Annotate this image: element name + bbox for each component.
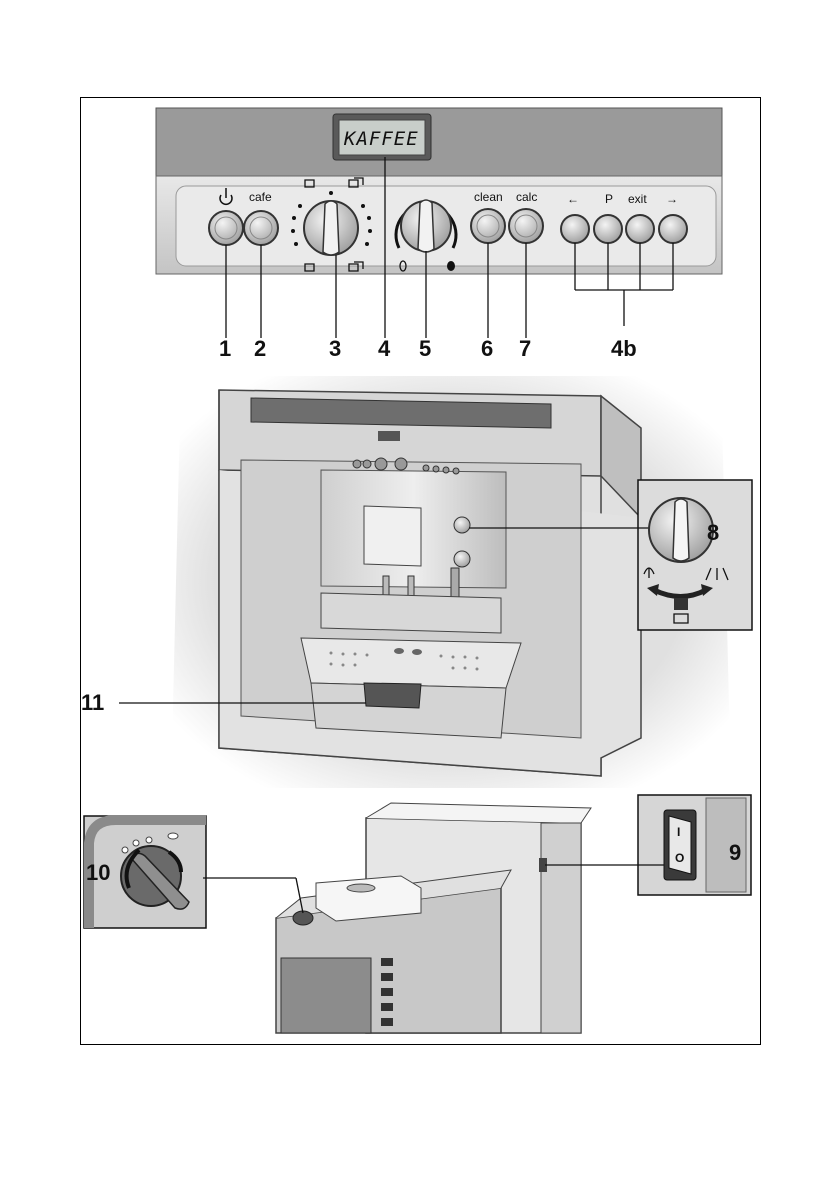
callout-10: 10 [86, 860, 110, 885]
steam-selector-knob[interactable] [649, 498, 713, 562]
callout-4b: 4b [611, 336, 637, 361]
callout-4: 4 [378, 336, 391, 361]
power-button[interactable] [209, 211, 243, 245]
cafe-button[interactable] [244, 211, 278, 245]
display-text: KAFFEE [343, 128, 419, 150]
callout-8: 8 [707, 520, 719, 545]
figure-frame: KAFFEE cafe clean [80, 97, 761, 1045]
calc-label: calc [516, 190, 537, 204]
machine-illustration: KAFFEE cafe clean [81, 98, 761, 1045]
p-label: P [605, 192, 613, 206]
switch-on-label: I [677, 825, 680, 839]
exit-label: exit [628, 192, 647, 206]
cup-size-knob[interactable] [304, 201, 358, 255]
power-rocker-switch[interactable] [664, 810, 696, 880]
calc-button[interactable] [509, 209, 543, 243]
machine-rear [276, 803, 591, 1033]
next-label: → [666, 192, 678, 206]
callout-5: 5 [419, 336, 431, 361]
prev-label: ← [567, 192, 579, 206]
exit-button[interactable] [626, 215, 654, 243]
callout-9: 9 [729, 840, 741, 865]
prev-button[interactable] [561, 215, 589, 243]
p-button[interactable] [594, 215, 622, 243]
switch-off-label: O [675, 851, 684, 865]
clean-button[interactable] [471, 209, 505, 243]
callout-1: 1 [219, 336, 231, 361]
clean-label: clean [474, 190, 503, 204]
control-panel: KAFFEE [156, 108, 722, 274]
callout-11: 11 [81, 690, 104, 715]
grinder-inset [84, 816, 303, 928]
cafe-label: cafe [249, 190, 272, 204]
callout-7: 7 [519, 336, 531, 361]
callout-6: 6 [481, 336, 493, 361]
callout-2: 2 [254, 336, 266, 361]
callout-3: 3 [329, 336, 341, 361]
next-button[interactable] [659, 215, 687, 243]
